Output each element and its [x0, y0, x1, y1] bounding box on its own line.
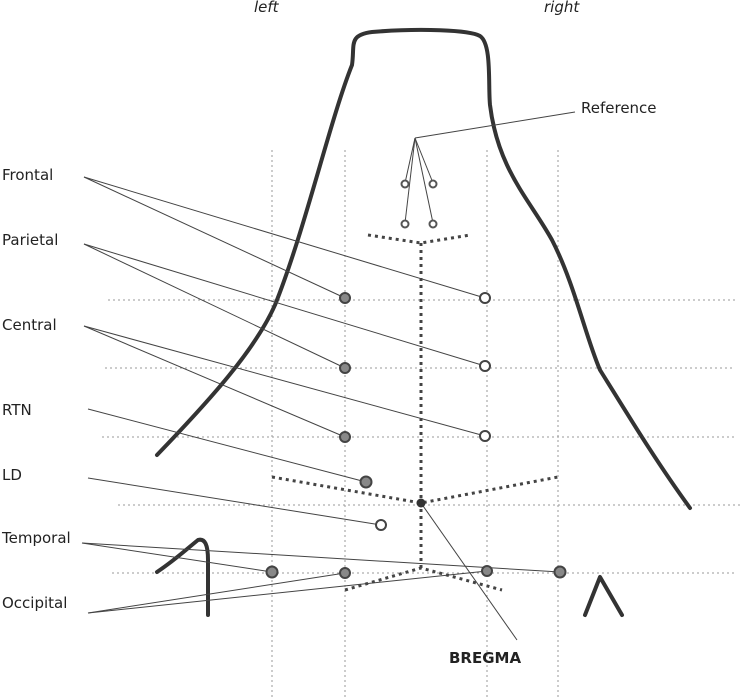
sutures	[271, 233, 559, 592]
left-ear-outline	[155, 537, 210, 617]
central-electrode-left	[339, 431, 351, 443]
skull-outline	[155, 27, 692, 510]
right-side-label: right	[544, 0, 580, 16]
electrodes	[265, 179, 567, 579]
parietal-electrode-left	[339, 362, 351, 374]
bregma-point	[416, 498, 426, 508]
reference-leader-lines	[404, 111, 576, 224]
central-label: Central	[2, 316, 57, 334]
parietal-electrode-right	[479, 360, 491, 372]
vertical-grid-lines	[271, 150, 559, 698]
bregma-label: BREGMA	[449, 649, 522, 667]
reference-electrode-left-upper	[400, 179, 410, 189]
left-side-label: left	[254, 0, 279, 16]
ld-electrode	[375, 519, 387, 531]
central-electrode-right	[479, 430, 491, 442]
frontal-electrode-left	[339, 292, 351, 304]
horizontal-grid-lines	[102, 299, 740, 574]
reference-label: Reference	[581, 99, 657, 117]
right-ear-outline	[583, 575, 624, 617]
region-leader-lines	[81, 176, 561, 641]
rtn-electrode	[359, 475, 373, 489]
occipital-electrode-right	[481, 565, 493, 577]
occipital-label: Occipital	[2, 594, 68, 612]
reference-electrode-right-upper	[428, 179, 438, 189]
reference-electrode-left-lower	[400, 219, 410, 229]
temporal-electrode-left	[265, 565, 279, 579]
frontal-label: Frontal	[2, 166, 54, 184]
temporal-label: Temporal	[2, 529, 71, 547]
frontal-electrode-right	[479, 292, 491, 304]
reference-electrode-right-lower	[428, 219, 438, 229]
ld-label: LD	[2, 466, 22, 484]
occipital-electrode-left	[339, 567, 351, 579]
parietal-label: Parietal	[2, 231, 59, 249]
rtn-label: RTN	[2, 401, 32, 419]
temporal-electrode-right	[553, 565, 567, 579]
